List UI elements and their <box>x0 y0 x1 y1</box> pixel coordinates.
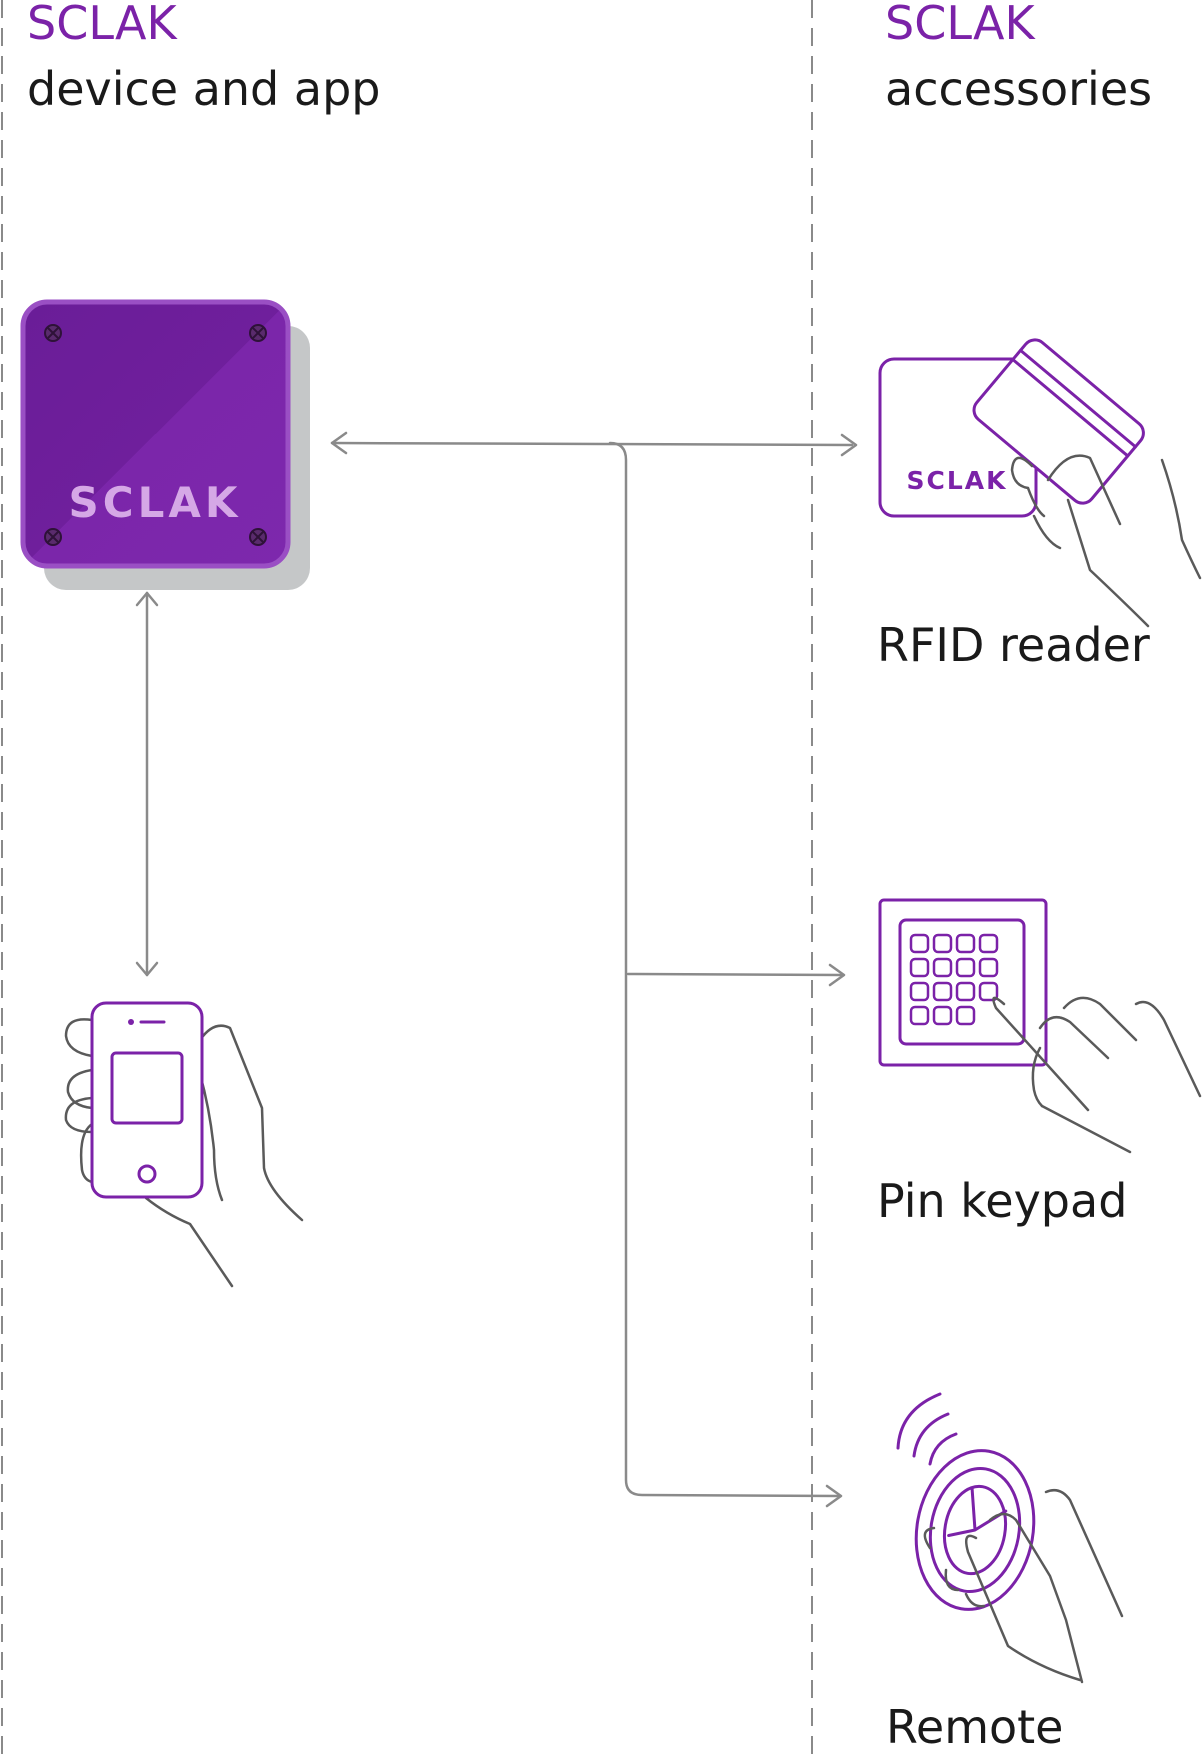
sclak-device: SCLAK <box>20 299 310 590</box>
pin-keypad-label: Pin keypad <box>877 1174 1128 1228</box>
right-brand: SCLAK <box>885 0 1035 50</box>
device-box <box>20 299 291 569</box>
left-title: device and app <box>27 62 381 116</box>
rfid-logo: SCLAK <box>906 466 1007 495</box>
remote-label: Remote <box>886 1700 1064 1754</box>
connector-keypad <box>626 972 844 977</box>
phone-body <box>90 1001 204 1199</box>
arrow-down-phone <box>135 961 159 977</box>
arrow-remote <box>825 1484 843 1508</box>
connector-device-rfid <box>330 441 854 447</box>
connector-trunk <box>608 441 842 1498</box>
pin-keypad-icon <box>878 898 1202 1154</box>
phone-in-hand-icon <box>64 1001 304 1288</box>
remote-fob-icon <box>896 1392 1124 1684</box>
arrow-rfid <box>840 433 858 457</box>
rfid-reader-icon: SCLAK <box>878 338 1202 628</box>
arrow-left-device <box>330 431 348 455</box>
arrow-up-device <box>135 591 159 607</box>
phone-screen <box>110 1051 184 1125</box>
left-brand: SCLAK <box>27 0 177 50</box>
right-title: accessories <box>885 62 1153 116</box>
device-logo: SCLAK <box>69 478 242 527</box>
phone-home-button <box>137 1164 157 1184</box>
rfid-reader-label: RFID reader <box>877 618 1150 672</box>
arrow-keypad <box>828 963 846 987</box>
connector-lines <box>135 431 858 1508</box>
